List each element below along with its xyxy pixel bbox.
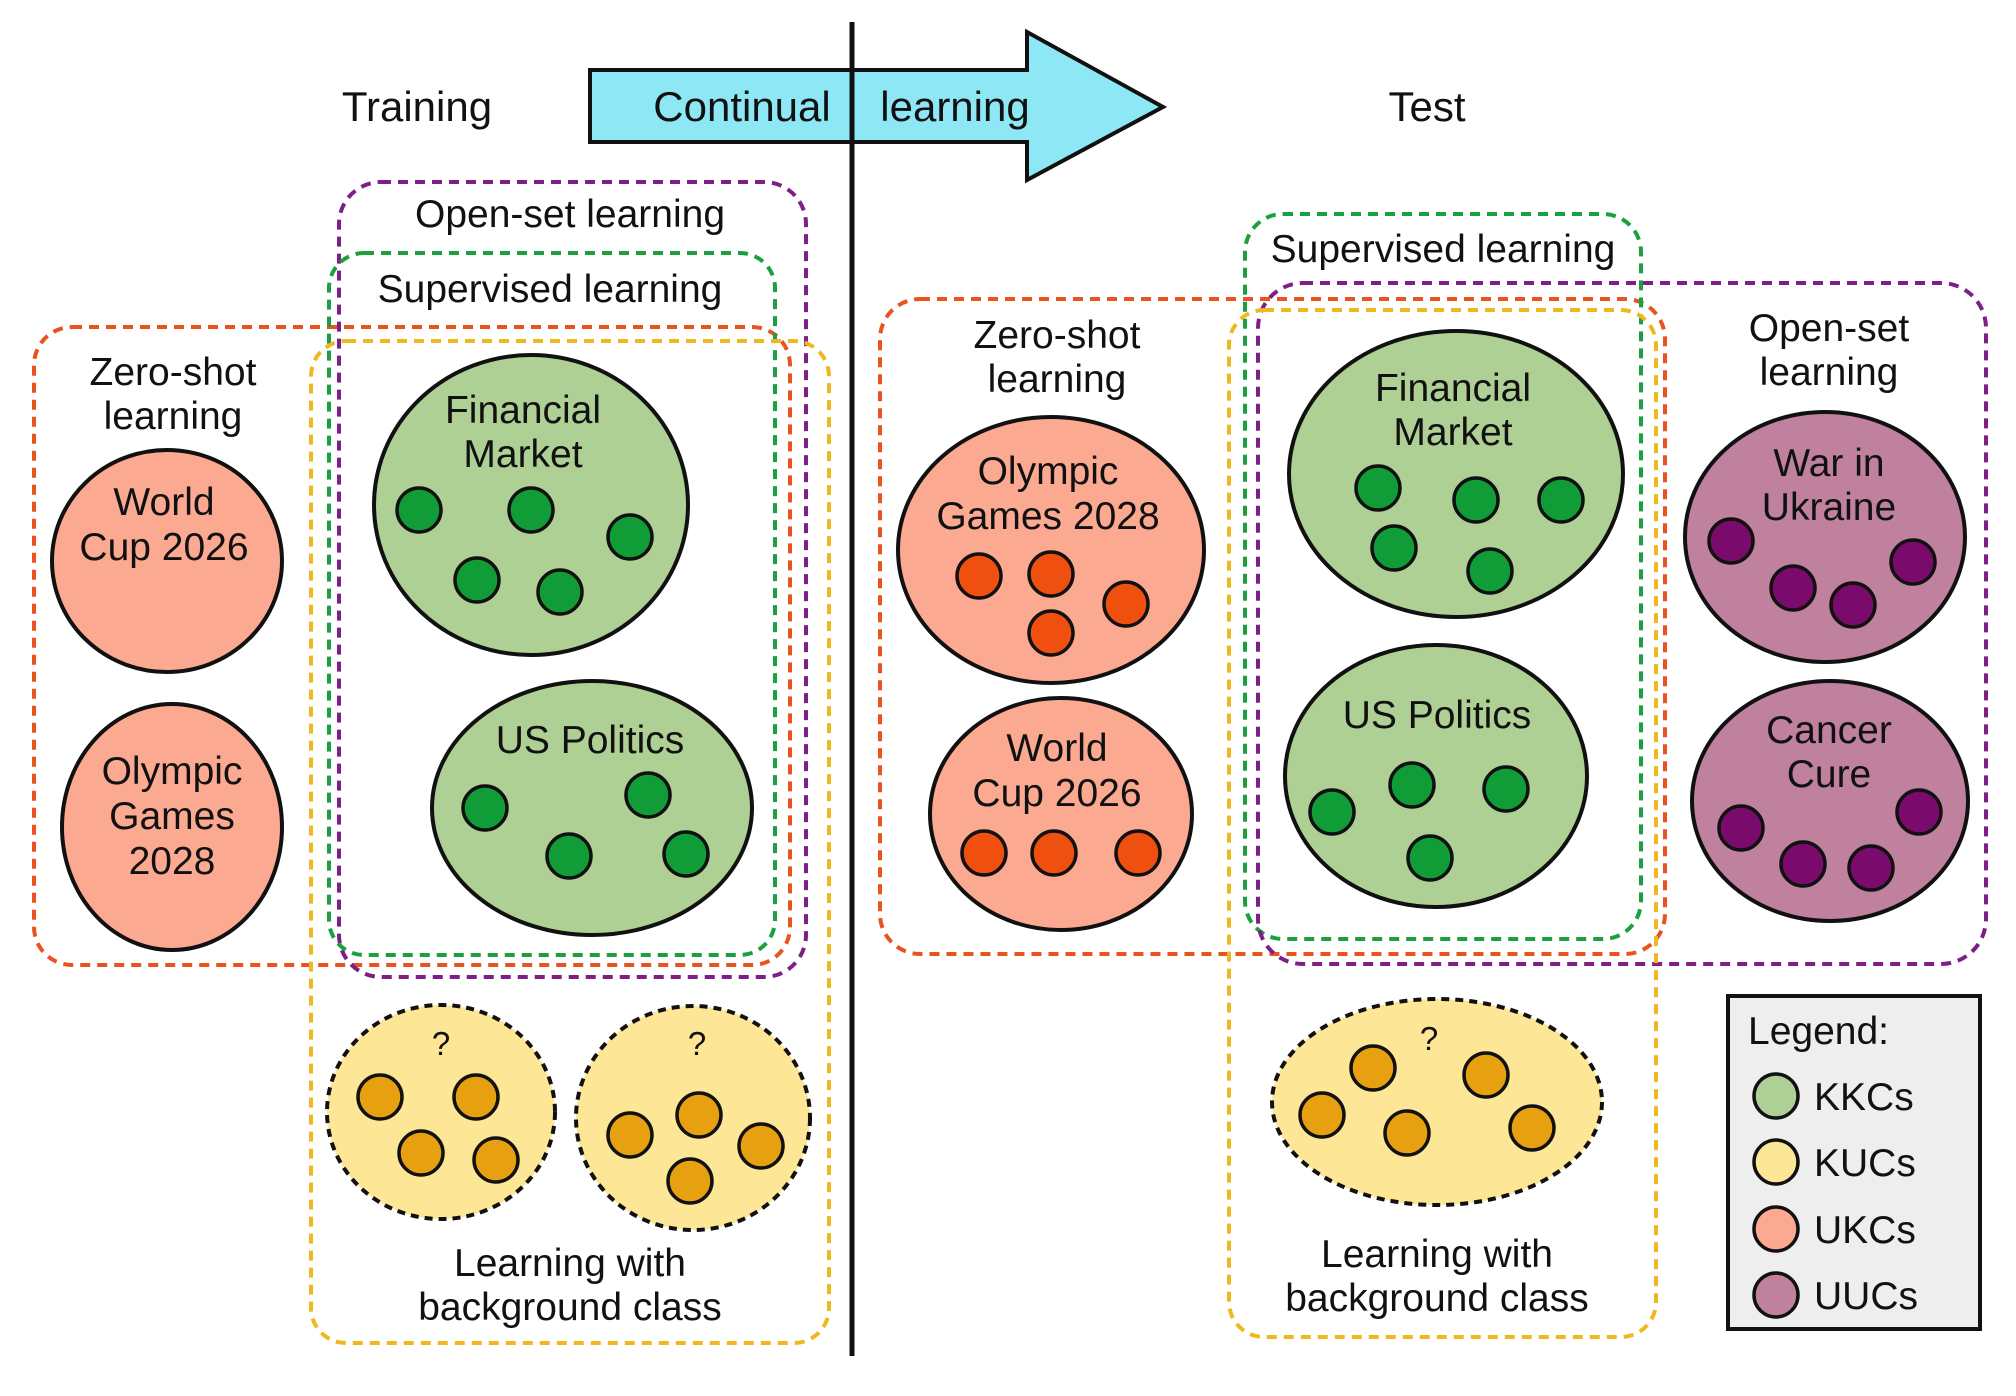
test-war-in-ukraine-class: War in Ukraine xyxy=(1683,410,1967,664)
legend-item-kuc: KUCs xyxy=(1752,1138,1916,1186)
test-open-set-label-2: learning xyxy=(1760,351,1899,394)
test-background-cluster: ? xyxy=(1270,997,1604,1207)
svg-text:?: ? xyxy=(432,1025,450,1062)
test-zero-shot-label-2: learning xyxy=(988,358,1127,401)
svg-text:Financial: Financial xyxy=(445,389,601,432)
svg-text:Cup 2026: Cup 2026 xyxy=(79,526,248,569)
svg-text:Olympic: Olympic xyxy=(102,750,243,793)
training-heading: Training xyxy=(342,83,492,130)
test-financial-market-class: Financial Market xyxy=(1287,329,1625,619)
training-zero-shot-label-2: learning xyxy=(104,395,243,438)
legend: Legend: KKCs KUCs UKCs UUCs xyxy=(1726,994,1982,1331)
legend-title: Legend: xyxy=(1748,1010,1889,1053)
svg-text:Market: Market xyxy=(463,433,582,476)
us-politics-samples xyxy=(461,771,710,880)
svg-text:?: ? xyxy=(688,1025,706,1062)
svg-text:?: ? xyxy=(1420,1020,1438,1057)
svg-text:Cup 2026: Cup 2026 xyxy=(972,772,1141,815)
svg-text:UKCs: UKCs xyxy=(1814,1209,1916,1252)
training-open-set-region xyxy=(337,180,808,979)
training-olympic-games-class: Olympic Games 2028 xyxy=(60,702,284,952)
svg-text:Cancer: Cancer xyxy=(1766,709,1892,752)
svg-text:UUCs: UUCs xyxy=(1814,1275,1918,1318)
test-heading: Test xyxy=(1388,83,1465,130)
training-background-cluster-1: ? xyxy=(325,1003,557,1221)
test-open-set-label-1: Open-set xyxy=(1749,307,1910,350)
training-background-label-1: Learning with xyxy=(454,1242,686,1285)
svg-text:Ukraine: Ukraine xyxy=(1762,486,1896,529)
continual-learning-arrow xyxy=(588,28,1168,184)
training-supervised-region xyxy=(327,251,777,957)
test-supervised-label: Supervised learning xyxy=(1271,228,1616,271)
training-open-set-label: Open-set learning xyxy=(415,193,725,236)
training-world-cup-class: World Cup 2026 xyxy=(50,448,284,674)
svg-text:2028: 2028 xyxy=(129,840,216,883)
training-zero-shot-label-1: Zero-shot xyxy=(90,351,257,394)
svg-text:Olympic: Olympic xyxy=(978,450,1119,493)
legend-item-ukc: UKCs xyxy=(1752,1205,1916,1253)
test-olympic-games-class: Olympic Games 2028 xyxy=(896,415,1206,685)
test-world-cup-class: World Cup 2026 xyxy=(928,696,1194,932)
test-background-region xyxy=(1227,308,1658,1339)
arrow-label-learning: learning xyxy=(880,83,1029,130)
svg-text:War in: War in xyxy=(1773,442,1884,485)
training-zero-shot-region xyxy=(32,325,792,967)
svg-text:Cure: Cure xyxy=(1787,753,1872,796)
test-supervised-region xyxy=(1243,212,1643,941)
svg-text:World: World xyxy=(113,481,214,524)
svg-text:Games: Games xyxy=(109,795,235,838)
financial-market-samples xyxy=(395,486,654,616)
test-cancer-cure-class: Cancer Cure xyxy=(1690,679,1970,923)
legend-item-kkc: KKCs xyxy=(1752,1072,1914,1120)
training-background-label-2: background class xyxy=(418,1286,722,1329)
svg-text:US Politics: US Politics xyxy=(1343,694,1532,737)
svg-text:US Politics: US Politics xyxy=(496,719,685,762)
test-open-set-region xyxy=(1256,281,1988,966)
training-background-cluster-2: ? xyxy=(574,1004,812,1232)
svg-text:KUCs: KUCs xyxy=(1814,1142,1916,1185)
test-background-label-1: Learning with xyxy=(1321,1233,1553,1276)
test-zero-shot-label-1: Zero-shot xyxy=(974,314,1141,357)
test-background-label-2: background class xyxy=(1285,1277,1589,1320)
svg-text:Games 2028: Games 2028 xyxy=(936,495,1159,538)
svg-text:Financial: Financial xyxy=(1375,367,1531,410)
arrow-label-continual: Continual xyxy=(653,83,830,130)
training-background-region xyxy=(309,339,831,1345)
training-us-politics-class: US Politics xyxy=(430,679,754,937)
svg-text:World: World xyxy=(1006,727,1107,770)
svg-text:KKCs: KKCs xyxy=(1814,1076,1914,1119)
training-supervised-label: Supervised learning xyxy=(378,268,723,311)
training-financial-market-class: Financial Market xyxy=(372,353,690,657)
test-us-politics-class: US Politics xyxy=(1283,643,1589,909)
svg-text:Market: Market xyxy=(1393,411,1512,454)
legend-item-uuc: UUCs xyxy=(1752,1271,1918,1319)
